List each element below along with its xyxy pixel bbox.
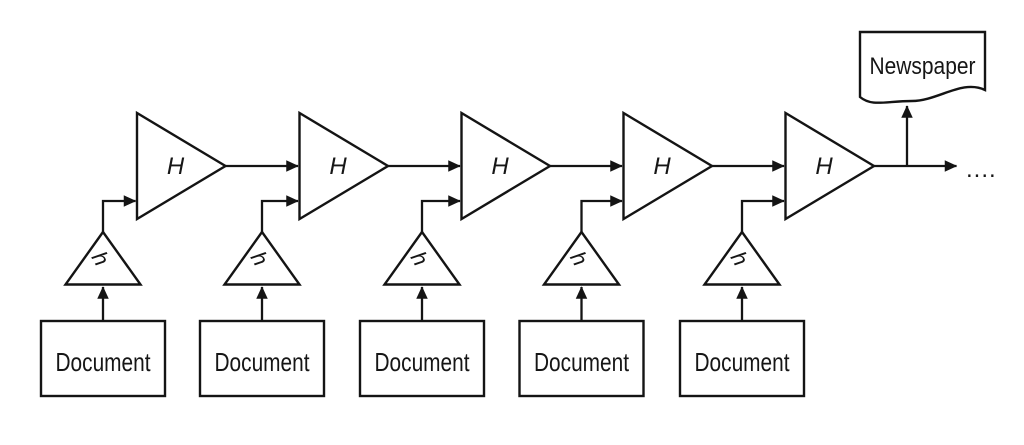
document-box-1 — [39, 319, 167, 398]
document-label-5: Document — [695, 347, 791, 377]
H-triangle-3 — [460, 110, 553, 222]
H-triangle-label-5: H — [815, 153, 833, 180]
document-box-3 — [358, 319, 486, 398]
H-triangle-label-4: H — [653, 153, 671, 180]
processing-unit-4: Document h H — [518, 110, 785, 398]
H-triangle-label-2: H — [329, 153, 347, 180]
document-label-3: Document — [375, 347, 471, 377]
h-triangle-5 — [702, 229, 782, 286]
document-box-5 — [678, 319, 806, 398]
document-label-4: Document — [534, 347, 630, 377]
newspaper-document-shape — [858, 30, 987, 104]
processing-unit-3: Document h H — [358, 110, 623, 398]
document-label-1: Document — [56, 347, 152, 377]
H-triangle-1 — [135, 110, 228, 222]
h-triangle-3 — [382, 229, 462, 286]
H-triangle-5 — [784, 110, 877, 222]
H-triangle-label-3: H — [491, 153, 509, 180]
H-triangle-label-1: H — [167, 153, 185, 180]
h-triangle-1 — [63, 229, 143, 286]
h-triangle-4 — [541, 229, 622, 286]
h-to-H-arrow-3 — [420, 195, 461, 232]
processing-unit-2: Document h H — [198, 110, 461, 398]
document-box-2 — [198, 319, 326, 398]
continuation-dots: .... — [966, 156, 997, 183]
output-section: Newspaper .... — [858, 30, 997, 183]
processing-unit-1: Document h H — [39, 110, 299, 398]
h-to-H-arrow-4 — [580, 195, 623, 232]
H-triangle-2 — [298, 110, 391, 222]
h-to-H-arrow-1 — [101, 195, 137, 232]
newspaper-label: Newspaper — [870, 53, 976, 80]
document-label-2: Document — [215, 347, 311, 377]
document-box-4 — [518, 319, 645, 398]
h-to-H-arrow-5 — [740, 195, 785, 232]
h-to-H-arrow-2 — [260, 195, 299, 232]
processing-unit-5: Document h H — [678, 110, 877, 398]
h-triangle-2 — [222, 229, 302, 286]
H-triangle-4 — [622, 110, 715, 222]
